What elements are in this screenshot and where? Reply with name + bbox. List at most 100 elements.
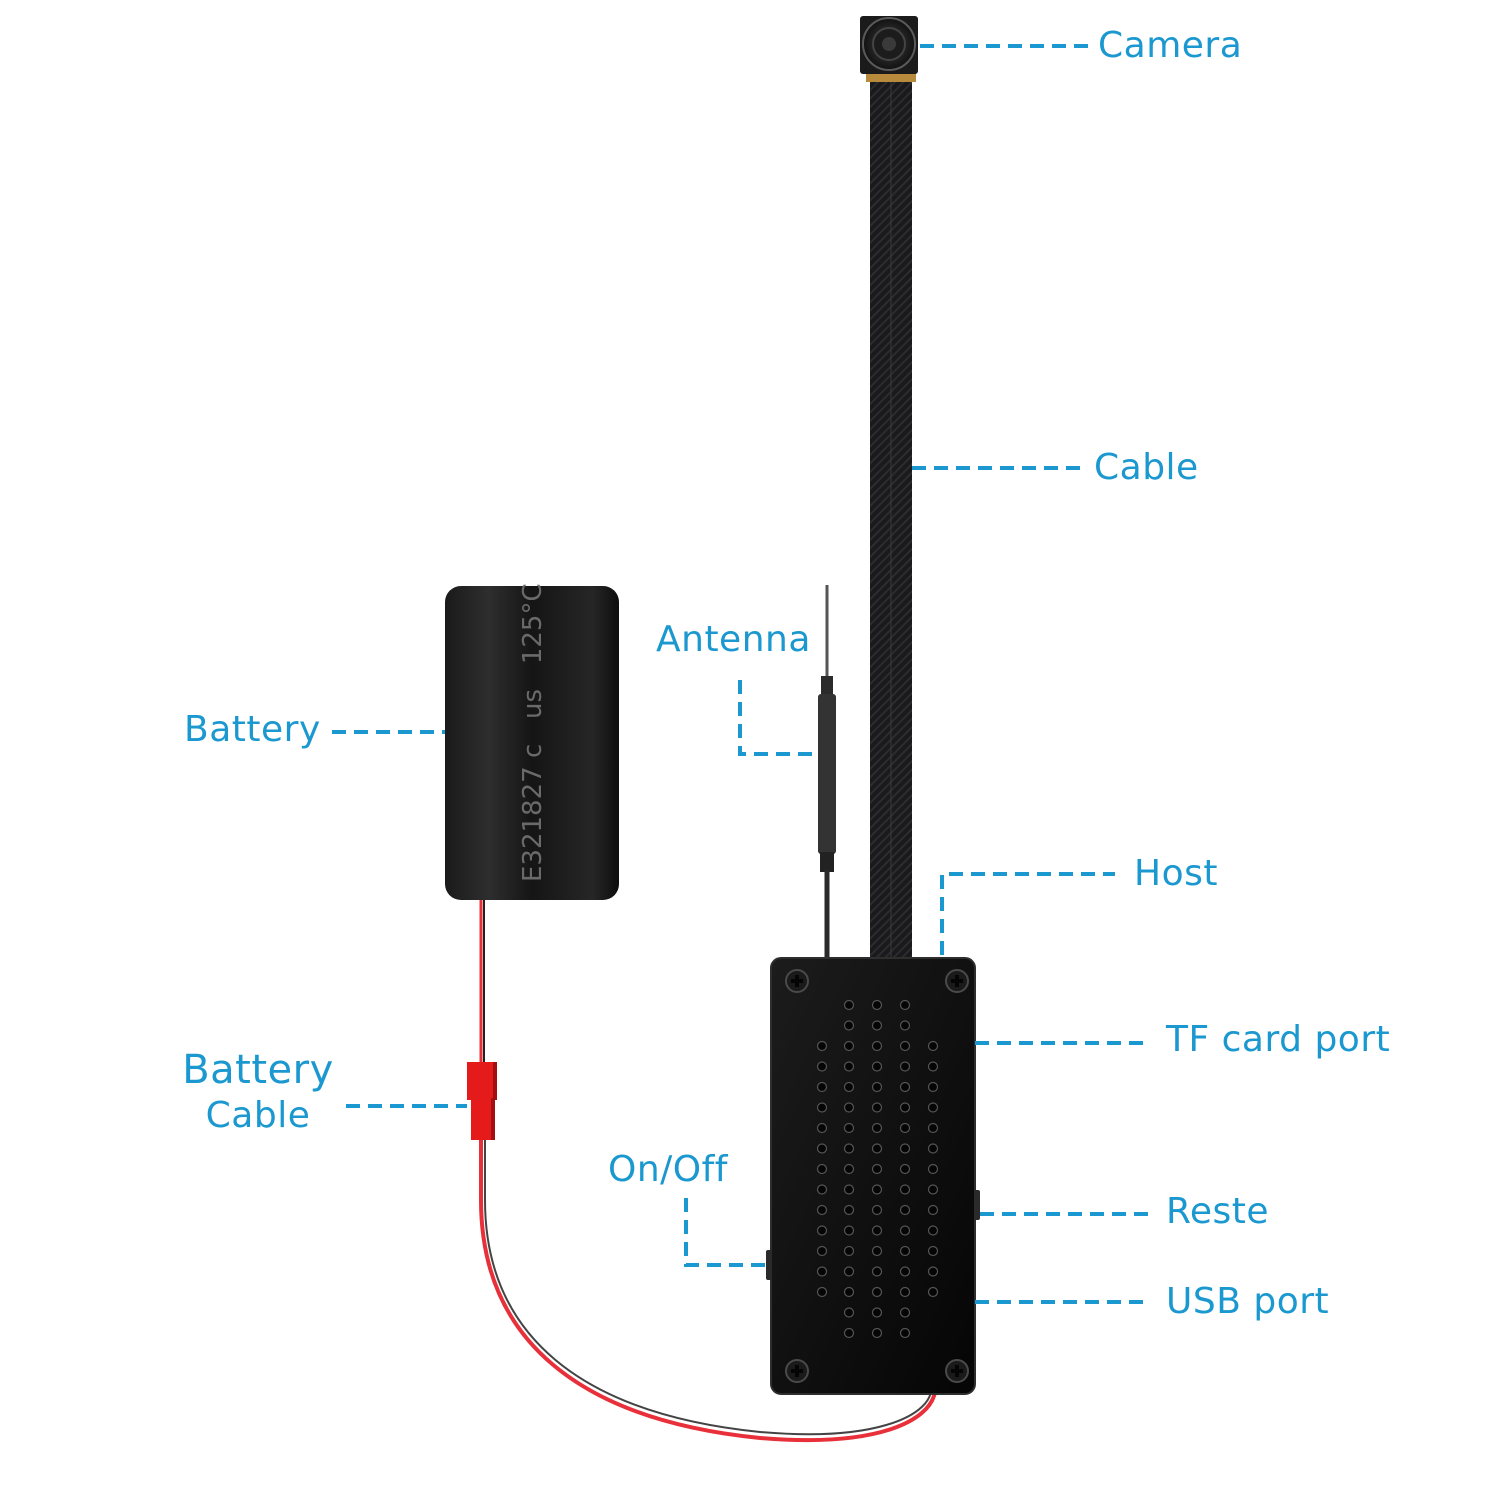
label-battery: Battery (184, 709, 321, 750)
leader-antenna (738, 680, 818, 756)
vent-hole (843, 1225, 855, 1236)
leader-on-off (684, 1198, 766, 1267)
battery-wire (479, 900, 937, 1443)
battery-print: E321827 c us 125°C (518, 583, 548, 882)
vent-hole (899, 1143, 911, 1154)
vent-hole (843, 1061, 855, 1072)
vent-hole (899, 1163, 911, 1175)
vent-hole (816, 1266, 828, 1277)
vent-hole (899, 1204, 911, 1216)
leader-host (940, 872, 1115, 955)
vent-hole (816, 1286, 828, 1298)
screw-icon (945, 1359, 969, 1383)
vent-hole (816, 1245, 828, 1257)
vent-hole (871, 1184, 883, 1195)
vent-hole (843, 999, 855, 1011)
label-antenna: Antenna (656, 619, 811, 660)
vent-hole (927, 1061, 939, 1072)
vent-hole (899, 1327, 911, 1339)
vent-hole (927, 1102, 939, 1113)
vent-hole (899, 1286, 911, 1298)
vent-hole (843, 1122, 855, 1134)
antenna (818, 585, 836, 958)
vent-hole (899, 1122, 911, 1134)
flat-cable (870, 78, 912, 958)
vent-hole (843, 1040, 855, 1052)
vent-hole (899, 1061, 911, 1072)
vent-hole (843, 1266, 855, 1277)
vent-hole (843, 1081, 855, 1093)
vent-hole (927, 1204, 939, 1216)
vent-hole (927, 1081, 939, 1093)
vent-hole (927, 1163, 939, 1175)
vent-hole (816, 1081, 828, 1093)
vent-hole (816, 1225, 828, 1236)
battery-connector (467, 1062, 497, 1140)
label-cable: Cable (1094, 447, 1199, 488)
vent-hole (871, 1225, 883, 1236)
vent-hole (899, 1102, 911, 1113)
vent-hole (871, 1286, 883, 1298)
vent-hole (871, 1307, 883, 1318)
vent-hole (843, 1245, 855, 1257)
vent-hole (899, 1040, 911, 1052)
label-battery-cable-line1: Battery (182, 1047, 334, 1093)
vent-hole (843, 1020, 855, 1031)
vent-hole (843, 1286, 855, 1298)
vent-hole (871, 1122, 883, 1134)
vent-hole (899, 1266, 911, 1277)
label-on-off: On/Off (608, 1149, 728, 1190)
screw-icon (785, 1359, 809, 1383)
vent-hole (899, 1081, 911, 1093)
vent-hole (843, 1184, 855, 1195)
label-battery-cable: Battery Cable (178, 1046, 338, 1137)
vent-hole (843, 1163, 855, 1175)
vent-hole (816, 1061, 828, 1072)
vent-hole (871, 1061, 883, 1072)
vent-hole (843, 1143, 855, 1154)
on-off-switch[interactable] (766, 1250, 772, 1280)
vent-hole (927, 1040, 939, 1052)
vent-hole (927, 1122, 939, 1134)
reset-button[interactable] (974, 1190, 980, 1220)
vent-hole (843, 1327, 855, 1339)
vent-hole (816, 1143, 828, 1154)
vent-hole (871, 1245, 883, 1257)
leader-lines (332, 44, 1150, 1304)
vent-hole (899, 1225, 911, 1236)
battery: E321827 c us 125°C (445, 583, 619, 900)
label-reset: Reste (1166, 1191, 1270, 1232)
vent-hole (899, 1184, 911, 1195)
vent-hole (843, 1204, 855, 1216)
label-tf-card-port: TF card port (1166, 1019, 1391, 1060)
vent-hole (871, 1020, 883, 1031)
vent-hole (871, 999, 883, 1011)
vent-hole (816, 1184, 828, 1195)
vent-hole (871, 1040, 883, 1052)
camera-module (860, 16, 918, 82)
vent-hole (871, 1081, 883, 1093)
label-usb-port: USB port (1166, 1281, 1330, 1322)
vent-hole (927, 1286, 939, 1298)
vent-hole (899, 999, 911, 1011)
vent-hole (816, 1102, 828, 1113)
vent-hole (899, 1307, 911, 1318)
screw-icon (785, 969, 809, 993)
vent-hole (816, 1204, 828, 1216)
label-host: Host (1134, 853, 1218, 894)
vent-hole (843, 1307, 855, 1318)
vent-hole (871, 1102, 883, 1113)
vent-hole (816, 1040, 828, 1052)
vent-hole (927, 1225, 939, 1236)
vent-hole (816, 1122, 828, 1134)
vent-hole (871, 1143, 883, 1154)
vent-hole (871, 1327, 883, 1339)
vent-hole (899, 1020, 911, 1031)
vent-hole (927, 1266, 939, 1277)
host-box (766, 957, 980, 1395)
vent-hole (871, 1163, 883, 1175)
vent-hole (927, 1143, 939, 1154)
label-battery-cable-line2: Cable (205, 1095, 311, 1136)
